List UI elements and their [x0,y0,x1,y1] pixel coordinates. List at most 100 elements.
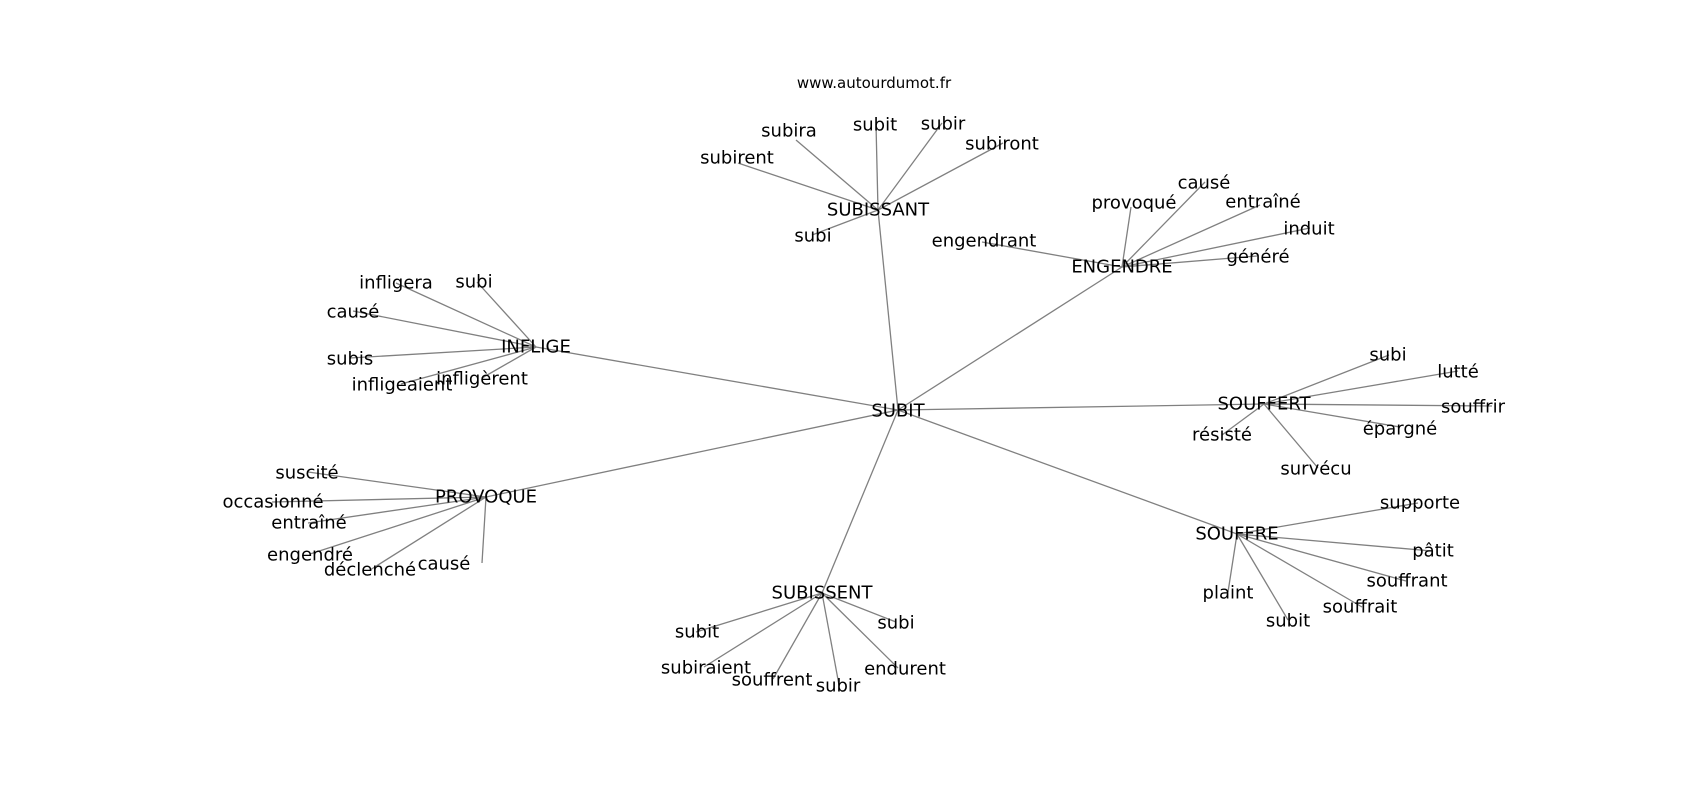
leaf-node-souffert-3[interactable]: épargné [1363,419,1438,440]
leaf-node-subissant-5[interactable]: subi [794,226,831,247]
hub-node-engendre[interactable]: ENGENDRE [1071,257,1172,278]
leaf-node-inflige-2[interactable]: causé [327,302,380,323]
edge-subissant-4 [877,142,1004,211]
edge-subissant-1 [795,139,879,211]
leaf-node-provoque-0[interactable]: suscité [275,463,338,484]
edge-center-souffert [897,403,1265,411]
edge-subissent-5 [821,592,897,623]
leaf-node-souffert-5[interactable]: survécu [1280,459,1351,480]
leaf-node-provoque-5[interactable]: causé [418,554,471,575]
leaf-node-souffert-0[interactable]: subi [1369,345,1406,366]
leaf-node-souffre-0[interactable]: supporte [1380,493,1460,514]
edge-souffert-4 [1221,403,1265,436]
edge-souffre-2 [1236,533,1407,582]
edge-subissent-3 [821,592,840,686]
edge-engendre-2 [1121,204,1261,268]
edge-center-engendre [897,266,1123,411]
edge-inflige-0 [395,282,537,348]
edge-souffre-1 [1236,533,1433,552]
edge-subissent-4 [821,592,899,669]
edge-souffre-4 [1236,533,1289,621]
leaf-node-provoque-2[interactable]: entraîné [271,513,346,534]
edge-subissent-2 [772,592,823,680]
leaf-node-souffert-2[interactable]: souffrir [1441,397,1506,418]
edge-souffert-2 [1263,403,1493,407]
edge-engendre-1 [1121,181,1206,268]
leaf-node-souffert-1[interactable]: lutté [1437,362,1479,383]
edge-souffert-1 [1263,370,1459,405]
leaf-node-subissent-5[interactable]: subi [877,613,914,634]
leaf-node-subissant-1[interactable]: subira [761,121,817,142]
edge-center-souffre [897,409,1238,535]
leaf-node-souffre-1[interactable]: pâtit [1412,541,1454,562]
leaf-node-subissent-3[interactable]: subir [816,676,861,697]
edge-engendre-4 [1121,255,1258,268]
leaf-node-souffre-2[interactable]: souffrant [1366,571,1447,592]
leaf-node-subissent-1[interactable]: subiraient [661,658,751,679]
edge-souffert-5 [1263,403,1319,469]
edge-provoque-5 [481,496,487,564]
site-caption: www.autourdumot.fr [797,74,952,92]
leaf-node-subissant-4[interactable]: subiront [965,134,1039,155]
leaf-node-inflige-5[interactable]: infligèrent [436,369,528,390]
edge-subissant-2 [875,123,879,211]
edge-souffert-0 [1263,354,1390,405]
leaf-node-engendre-2[interactable]: entraîné [1225,192,1300,213]
leaf-node-souffre-4[interactable]: subit [1266,611,1310,632]
leaf-node-engendre-4[interactable]: généré [1226,247,1289,268]
edge-souffre-5 [1227,533,1238,593]
edge-provoque-4 [369,496,487,571]
edge-center-inflige [535,346,899,411]
edge-inflige-2 [352,310,537,348]
edge-center-subissant [877,209,899,411]
leaf-node-engendre-0[interactable]: provoqué [1091,193,1176,214]
leaf-node-subissent-0[interactable]: subit [675,622,719,643]
edge-subissent-0 [695,592,823,633]
hub-node-subissent[interactable]: SUBISSENT [772,583,874,604]
leaf-node-inflige-4[interactable]: infligeaient [352,375,453,396]
edge-subissant-3 [877,122,943,211]
edge-provoque-3 [309,496,487,555]
edge-engendre-3 [1121,227,1311,268]
edge-center-subissent [821,409,899,594]
edge-souffre-0 [1236,502,1419,535]
leaf-node-subissant-0[interactable]: subirent [700,148,774,169]
edge-inflige-4 [400,346,537,385]
leaf-node-subissant-3[interactable]: subir [921,114,966,135]
edge-provoque-1 [271,496,487,503]
leaf-node-inflige-3[interactable]: subis [327,349,374,370]
edge-provoque-2 [307,496,487,524]
leaf-node-inflige-1[interactable]: subi [455,272,492,293]
edge-subissant-0 [737,162,879,211]
leaf-node-provoque-4[interactable]: déclenché [324,560,416,581]
edge-subissant-5 [811,209,879,236]
leaf-node-souffre-3[interactable]: souffrait [1323,597,1398,618]
leaf-node-engendre-3[interactable]: induit [1283,219,1334,240]
leaf-node-provoque-1[interactable]: occasionné [222,492,323,513]
edge-inflige-5 [481,346,537,379]
edge-inflige-3 [349,346,537,359]
hub-node-souffre[interactable]: SOUFFRE [1195,524,1278,545]
center-node-label[interactable]: SUBIT [871,401,925,422]
leaf-node-engendre-1[interactable]: causé [1178,173,1231,194]
leaf-node-subissant-2[interactable]: subit [853,115,897,136]
leaf-node-souffre-5[interactable]: plaint [1203,583,1254,604]
hub-node-provoque[interactable]: PROVOQUE [435,487,537,508]
edge-engendre-0 [1121,206,1132,268]
leaf-node-subissent-4[interactable]: endurent [864,659,946,680]
hub-node-inflige[interactable]: INFLIGE [501,337,571,358]
leaf-node-souffert-4[interactable]: résisté [1192,425,1252,446]
leaf-node-subissent-2[interactable]: souffrent [732,670,813,691]
edge-souffre-3 [1236,533,1363,608]
edge-subissent-1 [703,592,823,668]
leaf-node-inflige-0[interactable]: infligera [359,273,433,294]
leaf-node-engendre-5[interactable]: engendrant [932,231,1037,252]
edge-engendre-5 [981,241,1123,268]
hub-node-souffert[interactable]: SOUFFERT [1217,394,1311,415]
edge-inflige-1 [476,281,537,348]
leaf-node-provoque-3[interactable]: engendré [267,545,353,566]
edge-souffert-3 [1263,403,1401,428]
edge-center-provoque [485,409,899,498]
hub-node-subissant[interactable]: SUBISSANT [827,200,930,221]
